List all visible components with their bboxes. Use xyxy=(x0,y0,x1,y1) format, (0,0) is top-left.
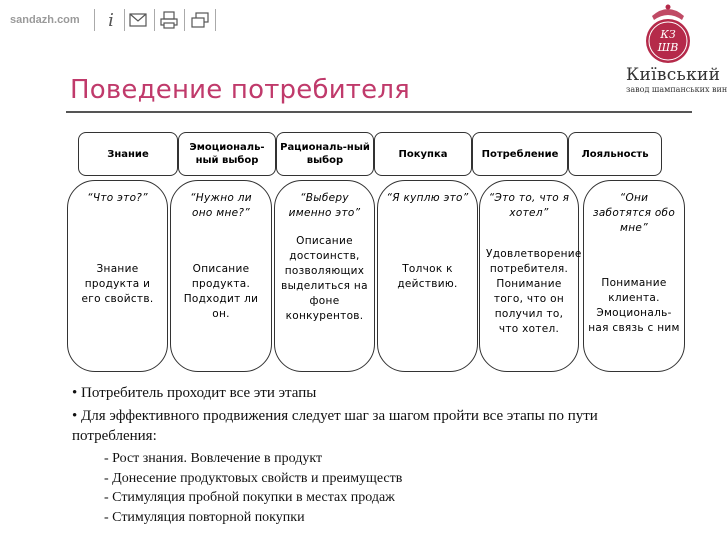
stage-question: “Что это?” xyxy=(87,192,148,204)
stage-description: Толчок к действию. xyxy=(397,263,458,290)
stage-description: Описание достоинств, позволяющих выделит… xyxy=(281,235,368,322)
brand-subtitle: завод шампанських вин xyxy=(626,85,728,94)
window-icon[interactable] xyxy=(189,8,211,32)
stage-header-purchase: Покупка xyxy=(374,132,472,176)
title-underline xyxy=(66,111,692,113)
toolbar-separator xyxy=(215,9,216,31)
step-item: - Рост знания. Вовлечение в продукт xyxy=(104,451,323,466)
stage-column-knowledge: “Что это?” Знание продукта и его свойств… xyxy=(67,180,168,372)
stage-description: Понимание клиента. Эмоциональ-ная связь … xyxy=(588,277,680,334)
toolbar-separator xyxy=(154,9,155,31)
svg-text:ШВ: ШВ xyxy=(657,41,679,54)
stage-column-loyalty: “Они заботятся обо мне” Понимание клиент… xyxy=(583,180,685,372)
stage-header-consumption: Потребление xyxy=(472,132,568,176)
stage-question: “Я куплю это” xyxy=(386,192,469,204)
brand-name: Київський xyxy=(626,65,721,85)
toolbar-separator xyxy=(124,9,125,31)
step-item: - Стимуляция повторной покупки xyxy=(104,510,305,525)
stage-column-consumption: “Это то, что я хотел” Удовлетворение пот… xyxy=(479,180,582,372)
stage-description: Знание продукта и его свойств. xyxy=(81,263,154,305)
stage-question: “Это то, что я хотел” xyxy=(488,192,570,219)
step-item: - Донесение продуктовых свойств и преиму… xyxy=(104,471,403,486)
stage-question: “Нужно ли оно мне?” xyxy=(190,192,252,219)
bullet-item: • Для эффективного продвижения следует ш… xyxy=(72,406,682,446)
print-icon[interactable] xyxy=(158,8,180,32)
stage-description: Удовлетворение потребителя. Понимание то… xyxy=(486,248,582,335)
svg-text:КЗ: КЗ xyxy=(659,28,676,41)
info-icon[interactable]: i xyxy=(108,9,114,31)
bullet-text: Для эффективного продвижения следует шаг… xyxy=(72,408,598,444)
bullet-text: Потребитель проходит все эти этапы xyxy=(81,385,317,401)
bullet-dot: • xyxy=(72,408,78,424)
step-item: - Стимуляция пробной покупки в местах пр… xyxy=(104,490,395,505)
bullet-item: • Потребитель проходит все эти этапы xyxy=(72,385,316,402)
toolbar-separator xyxy=(184,9,185,31)
toolbar-separator xyxy=(94,9,95,31)
stage-header-rational-choice: Рациональ-ный выбор xyxy=(276,132,374,176)
page-title: Поведение потребителя xyxy=(70,75,410,105)
stage-question: “Выберу именно это” xyxy=(288,192,361,219)
kyiv-champagne-logo: КЗ ШВ xyxy=(612,4,724,104)
stage-question: “Они заботятся обо мне” xyxy=(592,192,676,234)
stage-column-emotional-choice: “Нужно ли оно мне?” Описание продукта. П… xyxy=(170,180,272,372)
stage-column-rational-choice: “Выберу именно это” Описание достоинств,… xyxy=(274,180,375,372)
stage-header-loyalty: Лояльность xyxy=(568,132,662,176)
bullet-dot: • xyxy=(72,385,78,401)
stage-header-knowledge: Знание xyxy=(78,132,178,176)
stage-column-purchase: “Я куплю это” Толчок к действию. xyxy=(377,180,478,372)
mail-icon[interactable] xyxy=(128,8,148,32)
site-name[interactable]: sandazh.com xyxy=(10,14,80,26)
stage-description: Описание продукта. Подходит ли он. xyxy=(183,263,259,320)
stage-header-emotional-choice: Эмоциональ-ный выбор xyxy=(178,132,276,176)
